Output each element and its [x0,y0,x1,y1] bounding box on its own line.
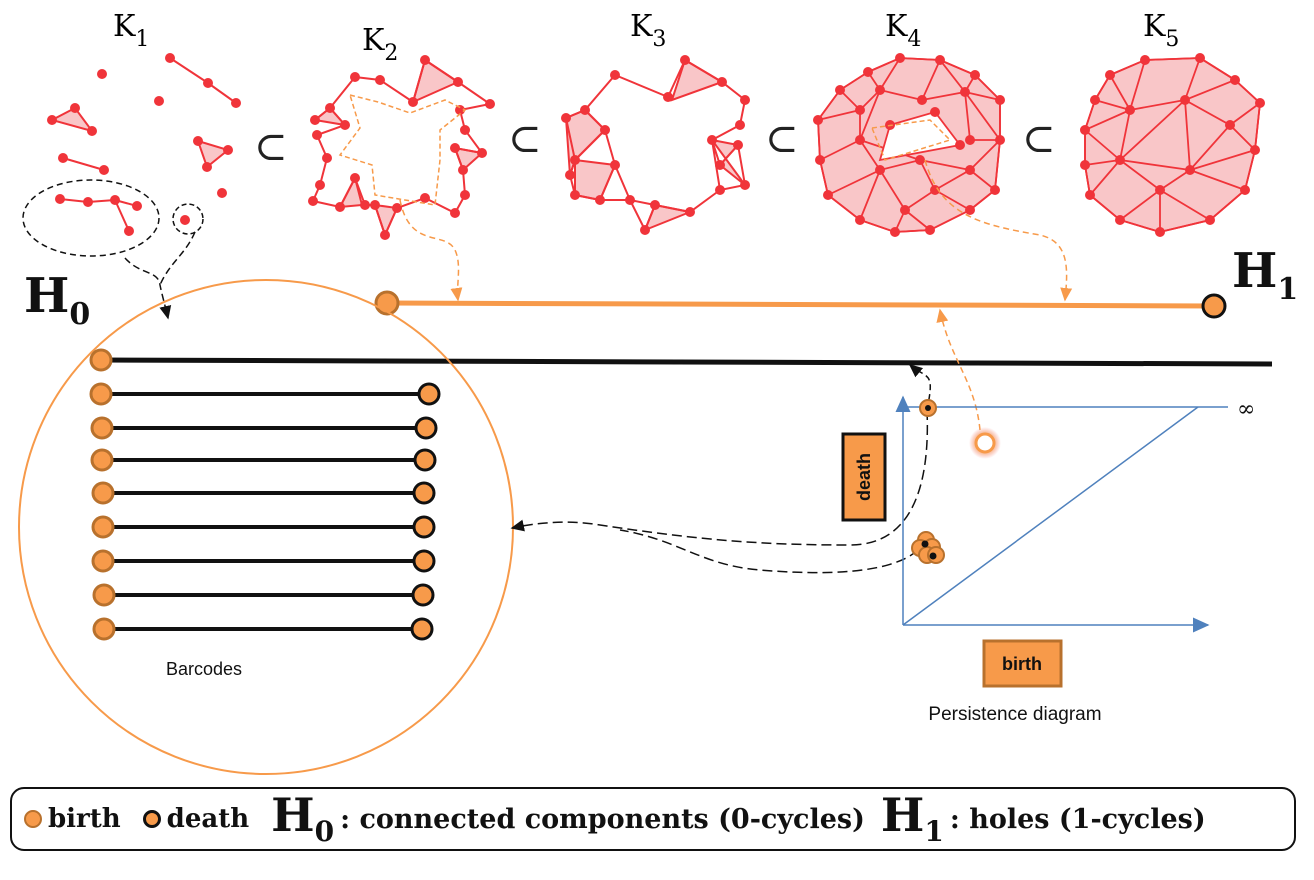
legend-death-label: death [166,804,250,834]
barcode-bar [91,549,436,573]
complex-label-k4: K4 [885,9,921,52]
h1-barcode-bar [386,300,1215,309]
birth-marker-icon [24,810,42,828]
complex-k1 [47,53,241,236]
legend-h1-symbol: H1 [880,787,944,849]
barcode-bar [91,515,436,539]
h0-infinite-bar [100,357,1273,367]
infinity-symbol: ∞ [1237,397,1255,422]
h0-barcodes [89,348,441,641]
h0-connector-arrow [908,364,931,411]
birth-marker [89,348,113,372]
subset-symbol: ⊂ [1022,116,1056,162]
barcode-bar [90,448,437,472]
complex-k3 [561,55,750,235]
persistence-point-h1 [974,432,996,454]
persistence-diagram: ∞ death birth Persistence diagram [841,395,1255,725]
legend-h0-symbol: H0 [271,787,335,849]
legend-h1-description: : holes (1-cycles) [949,803,1206,835]
complex-label-k5: K5 [1143,9,1179,52]
subset-symbols: ⊂ ⊂ ⊂ ⊂ [254,116,1056,170]
subset-symbol: ⊂ [254,124,288,170]
complex-labels: K1 K2 K3 K4 K5 [113,9,1179,66]
barcode-bar [90,416,438,440]
persistence-diagram-title: Persistence diagram [928,704,1101,725]
h0-selection-ellipse [172,203,204,235]
legend-h0: H0 : connected components (0-cycles) [271,792,865,846]
death-marker-icon [142,810,161,828]
h0-connector-arrow [124,257,172,320]
birth-axis-label: birth [1002,654,1042,674]
legend: birth death H0 : connected components (0… [10,787,1296,851]
h0-connector-arrow [619,529,919,574]
barcode-bar [92,617,434,641]
birth-axis-label-box: birth [982,639,1063,688]
h0-selection-ellipse [22,179,160,257]
h0-connector-arrow [159,231,196,286]
legend-birth: birth [24,804,121,834]
legend-death: death [142,804,250,834]
h0-label: H0 [24,268,90,332]
h1-hole-outline [338,93,467,206]
subset-symbol: ⊂ [508,116,542,162]
h1-label: H1 [1232,243,1298,307]
legend-h0-description: : connected components (0-cycles) [340,803,865,835]
barcode-bar [89,382,441,406]
h1-connector-arrow [936,308,981,431]
barcode-bar [91,481,436,505]
death-axis-label-box: death [841,432,887,522]
legend-h1: H1 : holes (1-cycles) [881,792,1206,846]
legend-birth-label: birth [48,804,121,834]
complex-k5 [1080,53,1265,237]
diagonal-line [902,406,1199,626]
h1-connector-arrow [399,199,463,302]
subset-symbol: ⊂ [765,116,799,162]
barcodes-label: Barcodes [166,659,242,679]
barcode-bar [92,583,435,607]
complex-label-k1: K1 [113,9,149,52]
complex-k2 [308,55,495,240]
h0-connector-arrow [510,409,929,546]
death-axis-label: death [854,453,874,501]
complex-label-k2: K2 [362,23,398,66]
h1-connector-arrow [924,159,1073,302]
persistence-points-h0-cluster [911,531,945,564]
death-marker [1201,293,1227,319]
topology-figure: K1 K2 K3 K4 K5 ⊂ ⊂ ⊂ ⊂ [18,9,1298,775]
complex-k4 [813,53,1005,237]
complex-label-k3: K3 [630,9,666,52]
